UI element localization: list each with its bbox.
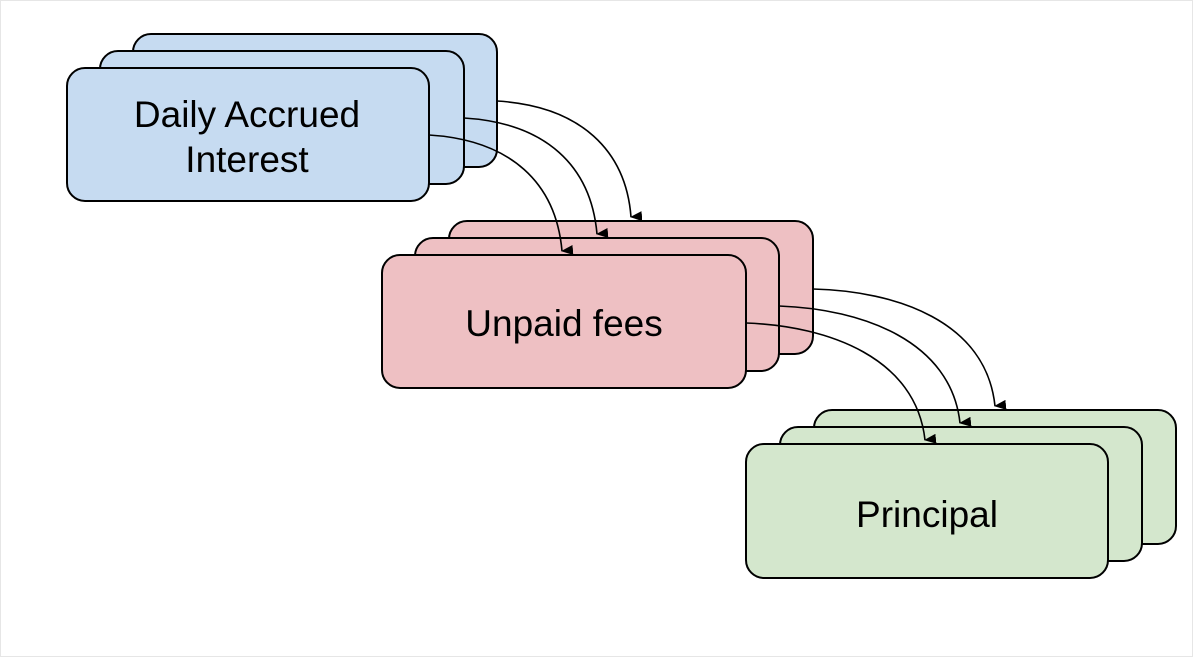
interest-stack: Daily Accrued Interest: [66, 33, 498, 202]
arrow-fees-to-principal-inner: [745, 322, 937, 444]
principal-card-front: [745, 443, 1109, 579]
fees-to-principal-arrows: [745, 288, 1007, 444]
interest-card-front: [66, 67, 430, 202]
principal-label: Principal: [856, 494, 998, 535]
arrow-interest-to-fees-inner: [428, 134, 574, 256]
interest-to-fees-arrows: [428, 100, 643, 256]
arrow-fees-to-principal-middle: [778, 305, 972, 427]
interest-label-line2: Interest: [185, 139, 309, 180]
fees-label: Unpaid fees: [465, 303, 662, 344]
arrow-fees-to-principal-outer: [812, 288, 1007, 410]
principal-stack: Principal: [745, 409, 1177, 579]
interest-label-line1: Daily Accrued: [134, 94, 360, 135]
arrow-interest-to-fees-outer: [496, 100, 643, 222]
fees-stack: Unpaid fees: [381, 220, 814, 389]
arrow-interest-to-fees-middle: [463, 117, 609, 239]
